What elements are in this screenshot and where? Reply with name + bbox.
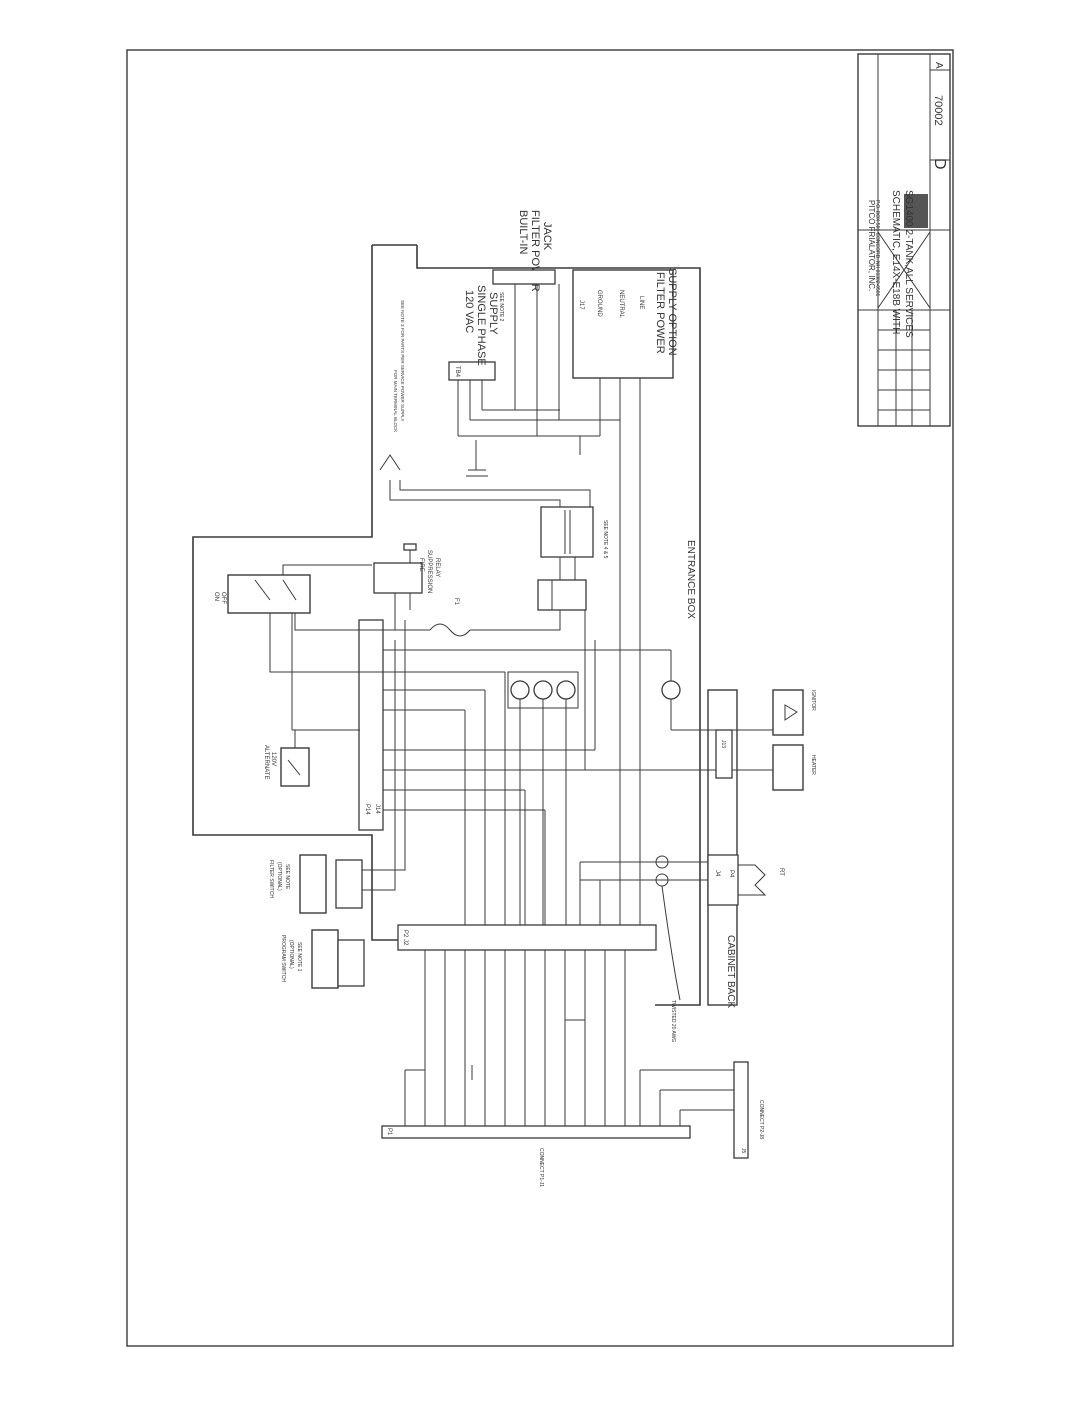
program-switch-label-2: (OPTIONAL) xyxy=(288,940,294,969)
heater-label: HEATER xyxy=(810,755,816,775)
supply-wiring xyxy=(457,284,641,940)
filter-jack-label-1: BUILT-IN xyxy=(517,210,529,254)
twisted-label: TWISTED 20 AWG xyxy=(670,1000,676,1042)
fire-relay-label-3: RELAY xyxy=(434,558,440,577)
on-off-switch xyxy=(227,574,311,614)
alternate-label-2: 120V xyxy=(270,752,276,766)
drawing-title-2: SG1400 2-TANK,ALL SERVICES xyxy=(903,190,914,338)
p1-label: P1 xyxy=(386,1128,392,1136)
program-switch-label-3: SEE NOTE 1 xyxy=(296,942,302,972)
rt-sensor xyxy=(738,864,767,896)
filter-switch-label-1: FILTER SWITCH xyxy=(268,860,274,898)
filter-switch-label-2: (OPTIONAL) xyxy=(276,862,282,891)
entrance-box-outline xyxy=(416,245,701,1006)
p1-connector xyxy=(381,1125,691,1139)
company-logo xyxy=(904,194,928,228)
j5-label: J5 xyxy=(740,1148,746,1154)
terminal-note-1: FOR MAIN TERMINAL BLOCK xyxy=(393,370,398,432)
p14-label: P14 xyxy=(364,804,370,815)
p14-wiring xyxy=(291,613,765,940)
j4-label: J4 xyxy=(714,870,720,877)
filter-power-supply-box xyxy=(572,269,674,379)
revision: A xyxy=(933,62,944,69)
j3-connector xyxy=(537,579,587,611)
ignitor-box xyxy=(772,689,804,736)
relay-k1 xyxy=(510,680,530,700)
t1-transformer xyxy=(540,506,594,558)
connector-p1-label: CONNECT P1-J1 xyxy=(538,1148,544,1187)
sheet-size: D xyxy=(931,158,948,170)
fire-relay-label-1: FIRE xyxy=(418,558,424,572)
filter-supply-label-1: FILTER POWER xyxy=(654,272,666,354)
p2-j2-label: P2 J2 xyxy=(402,930,408,946)
j5-connector xyxy=(733,1061,749,1159)
program-switch xyxy=(311,929,339,989)
relay-k3 xyxy=(556,680,576,700)
alternate-label-1: ALTERNATE xyxy=(263,745,269,779)
connector-j8-label: CONNECT P2-J8 xyxy=(758,1100,764,1139)
alternate-120v-switch xyxy=(280,747,310,787)
terminal-note-2: SEE NOTE 3 FOR PARTS PER SERVICE POWER S… xyxy=(400,300,405,421)
filter-switch-label-3: SEE NOTE xyxy=(284,864,290,890)
rt-label: RT xyxy=(778,868,784,876)
j4-p4-connector xyxy=(707,854,739,906)
off-label: OFF xyxy=(220,592,226,604)
ignitor-label: IGNITOR xyxy=(810,690,816,711)
supply-label-1: 120 VAC xyxy=(463,290,475,333)
heater-box xyxy=(772,744,804,791)
fire-relay-label-2: SUPPRESSION xyxy=(426,550,432,593)
neutral-label: NEUTRAL xyxy=(618,290,624,319)
on-label: ON xyxy=(213,592,219,601)
relay-group xyxy=(507,671,579,709)
title-block: PITCO FRIALATOR, INC. P.O. BOX 501 CONCO… xyxy=(857,53,951,427)
j17-label: J17 xyxy=(578,300,584,310)
supply-label-3: SUPPLY xyxy=(487,292,499,335)
f1-fuse xyxy=(429,623,471,637)
drawing-title-1: SCHEMATIC, E14X-E18B WITH xyxy=(890,190,901,334)
filter-switch xyxy=(299,854,327,914)
p14-j14-connector xyxy=(358,619,384,831)
tb4-label: TB4 xyxy=(454,366,460,378)
company-name: PITCO FRIALATOR, INC. xyxy=(867,200,876,291)
ground-label: GROUND xyxy=(596,290,602,317)
tb4-terminal-block xyxy=(448,361,496,381)
p1-wiring xyxy=(404,950,735,1126)
f1-label: F1 xyxy=(453,598,459,606)
j13-connector xyxy=(715,729,733,779)
drawing-number: 70002 xyxy=(932,95,944,126)
fire-suppression-relay xyxy=(373,562,423,594)
p4-label: P4 xyxy=(728,870,734,878)
j13-label: J13 xyxy=(720,740,726,748)
company-address: P.O. BOX 501 CONCORD, NH 03302-0501 xyxy=(874,200,880,297)
program-switch-label-1: PROGRAM SWITCH xyxy=(280,935,286,982)
heater-indicator xyxy=(661,680,681,700)
drawing-border xyxy=(126,49,954,1347)
filter-supply-label-2: SUPPLY OPTION xyxy=(666,268,678,356)
j22-jack xyxy=(492,269,556,285)
supply-note: SEE NOTE 2 xyxy=(498,292,504,322)
supply-label-2: SINGLE PHASE xyxy=(475,285,487,366)
entrance-box-label: ENTRANCE BOX xyxy=(685,540,696,619)
line-label: LINE xyxy=(638,296,644,309)
p2-j2-connector xyxy=(397,924,657,951)
cabinet-back-label: CABINET BACK xyxy=(725,935,736,1008)
filter-jack-label-3: JACK xyxy=(541,222,553,251)
twisted-pair xyxy=(579,855,708,1001)
t1-note: SEE NOTE 4 & 5 xyxy=(602,520,608,559)
j14-label: J14 xyxy=(374,804,380,814)
cabinet-back-box xyxy=(707,689,738,1006)
relay-k2 xyxy=(533,680,553,700)
